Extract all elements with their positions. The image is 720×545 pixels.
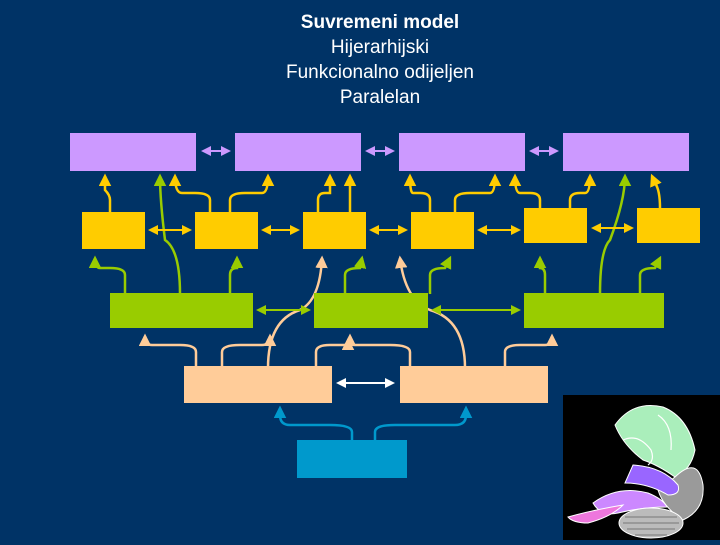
connector-fourth-1-a (220, 333, 277, 368)
top-box-3 (399, 133, 525, 171)
connector-second-1-to-top-1 (98, 173, 112, 212)
connector-fourth-1-to-third-2 (314, 333, 357, 368)
connector-second-4-to-top-3 (403, 173, 432, 212)
second-box-3 (303, 212, 366, 249)
title-block: Suvremeni model Hijerarhijski Funkcional… (180, 10, 580, 110)
connector-third-2-to-second-4 (428, 255, 452, 294)
level-base (297, 440, 407, 478)
connector-third-3-to-top-4 (598, 173, 632, 295)
base-box (297, 440, 407, 478)
second-box-4 (411, 212, 474, 249)
subtitle-functional: Funkcionalno odijeljen (285, 62, 474, 83)
level-top (70, 133, 689, 171)
connectors-green (88, 173, 662, 295)
connector-fourth-2-to-third-2 (341, 337, 412, 368)
brain-region-pink (567, 504, 625, 524)
connector-fourth-1-to-second-4 (266, 255, 328, 369)
second-box-6 (637, 208, 700, 243)
lateral-arrows-second (148, 223, 634, 235)
brain-region-green (614, 405, 696, 478)
connector-base-to-fourth-1 (273, 405, 354, 440)
brain-section-illustration (563, 395, 720, 540)
top-box-1 (70, 133, 196, 171)
fourth-box-1 (184, 366, 332, 403)
level-fourth (184, 366, 548, 403)
third-box-2 (314, 293, 428, 328)
connector-second-2-to-top-1 (168, 173, 212, 212)
connector-third-3-to-second-6 (638, 255, 662, 294)
second-box-5 (524, 208, 587, 243)
level-third (110, 293, 664, 328)
second-box-2 (195, 212, 258, 249)
brain-fold-2 (657, 414, 672, 451)
top-box-4 (563, 133, 689, 171)
connector-fourth-1-to-third-1 (138, 333, 198, 368)
brain-image (567, 405, 704, 539)
level-second (82, 208, 700, 249)
connector-third-2-to-second-3 (343, 255, 367, 294)
brain-cerebellum-folds (623, 516, 679, 536)
connectors-yellow (98, 173, 662, 212)
connector-third-3-to-second-5 (533, 255, 547, 294)
connector-third-1-to-top-1 (153, 173, 182, 295)
connector-second-6-to-top-4 (650, 173, 662, 209)
subtitle-parallel: Paralelan (339, 87, 421, 108)
connectors-blue (273, 405, 473, 440)
connector-second-5-to-top-4 (568, 173, 597, 208)
fourth-box-2 (400, 366, 548, 403)
connector-second-2-to-top-2 (228, 173, 275, 212)
connector-second-4-to-top-3b (453, 173, 502, 212)
brain-region-purple (624, 464, 679, 496)
connector-fourth-2-to-second-3 (394, 255, 467, 369)
third-box-3 (524, 293, 664, 328)
brain-fold-1 (622, 437, 654, 466)
connector-base-to-fourth-2 (373, 405, 473, 440)
second-box-1 (82, 212, 145, 249)
slide-title: Suvremeni model (300, 12, 460, 33)
connector-third-1-to-second-2 (228, 255, 244, 294)
subtitle-hierarchical: Hijerarhijski (330, 37, 430, 58)
connector-second-3-to-top-2 (316, 173, 337, 212)
third-box-1 (110, 293, 253, 328)
connector-third-1-to-second-1 (88, 255, 127, 294)
connector-fourth-2-to-third-3 (503, 333, 559, 368)
connector-second-5-to-top-3 (508, 173, 542, 208)
top-box-2 (235, 133, 361, 171)
